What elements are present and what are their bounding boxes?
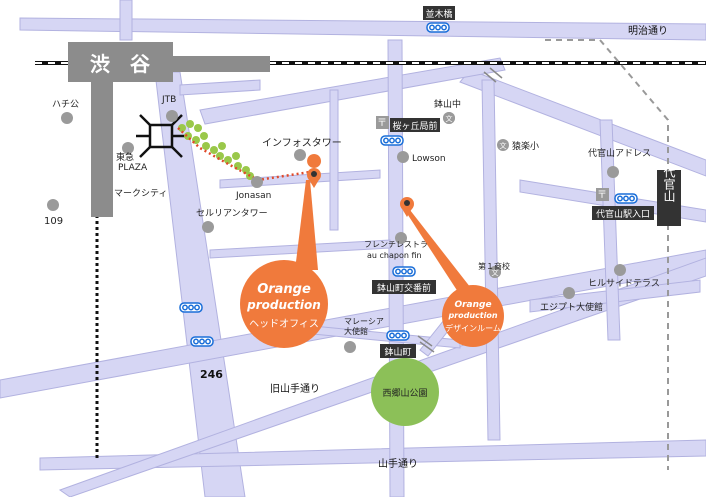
bus-stop-icons xyxy=(179,22,638,347)
head-office-logo-1: Orange xyxy=(257,282,311,297)
saigoyama-park-label: 西郷山公園 xyxy=(382,388,427,399)
head-office-marker[interactable]: Orange production ヘッドオフィス xyxy=(240,154,328,348)
bus-stop-labels: 並木橋 桜ヶ丘局前 代官山駅入口 鉢山町交番前 鉢山町 xyxy=(372,6,654,358)
road-label-yamate: 山手通り xyxy=(378,457,418,470)
saigoyama-park xyxy=(371,358,439,426)
label-french-2: au chapon fin xyxy=(367,251,422,260)
crossing-mark xyxy=(417,335,435,353)
school-marks: 文 文 文 xyxy=(443,112,509,278)
label-french-1: フレンチレストラン xyxy=(364,240,436,249)
svg-text:文: 文 xyxy=(446,114,453,123)
label-jtb: JTB xyxy=(161,95,176,105)
label-hillside: ヒルサイドテラス xyxy=(588,278,660,289)
label-malaysia-1: マレーシア xyxy=(344,317,384,326)
road-label-246: 246 xyxy=(200,368,223,381)
label-tokyu-plaza-1: 東急 xyxy=(116,151,134,163)
daikanyama-station-label: 代官山 xyxy=(657,166,681,226)
label-malaysia-2: 大使館 xyxy=(344,326,368,336)
head-office-logo-2: production xyxy=(246,298,321,312)
svg-text:〒: 〒 xyxy=(597,190,607,201)
design-room-logo-2: production xyxy=(447,311,497,320)
railways xyxy=(35,39,706,470)
label-daikanyama-address: 代官山アドレス xyxy=(588,147,651,159)
landmark-markers xyxy=(47,110,626,353)
svg-text:文: 文 xyxy=(500,141,507,150)
svg-text:並木橋: 並木橋 xyxy=(425,8,452,20)
svg-text:〒: 〒 xyxy=(377,118,387,129)
svg-text:文: 文 xyxy=(492,268,499,277)
label-109: 109 xyxy=(44,216,63,227)
svg-text:桜ヶ丘局前: 桜ヶ丘局前 xyxy=(392,120,437,132)
design-room-name: デザインルーム xyxy=(445,323,501,333)
overpass-mark xyxy=(483,67,503,83)
label-hachiyama-jhs: 鉢山中 xyxy=(434,98,461,110)
design-room-marker[interactable]: Orange production デザインルーム xyxy=(400,197,504,347)
label-sarugaku: 猿楽小 xyxy=(512,140,539,152)
mark-city-label: マークシティ xyxy=(114,188,167,199)
road-label-kyu-yamate: 旧山手通り xyxy=(270,382,320,395)
scramble-crossing xyxy=(136,114,186,158)
post-office-marks: 〒 〒 xyxy=(376,116,609,201)
label-egypt: エジプト大使館 xyxy=(540,301,603,313)
svg-text:鉢山町: 鉢山町 xyxy=(384,346,411,358)
label-lowson: Lowson xyxy=(412,154,446,164)
label-jonasan: Jonasan xyxy=(235,191,271,201)
daikanyama-label: 代官山 xyxy=(662,166,676,202)
svg-text:代官山駅入口: 代官山駅入口 xyxy=(596,208,650,220)
station-label: 渋 谷 xyxy=(90,52,151,76)
label-cerulean: セルリアンタワー xyxy=(196,208,268,219)
label-tokyu-plaza-2: PLAZA xyxy=(118,163,148,173)
svg-text:鉢山町交番前: 鉢山町交番前 xyxy=(377,282,431,294)
design-room-logo-1: Orange xyxy=(454,300,491,310)
label-info-tower: インフォスタワー xyxy=(262,137,342,149)
label-dai1-shoko: 第１商校 xyxy=(478,261,510,271)
label-hachiko: ハチ公 xyxy=(52,99,79,110)
road-label-meiji: 明治通り xyxy=(628,24,668,37)
head-office-name: ヘッドオフィス xyxy=(249,318,319,330)
